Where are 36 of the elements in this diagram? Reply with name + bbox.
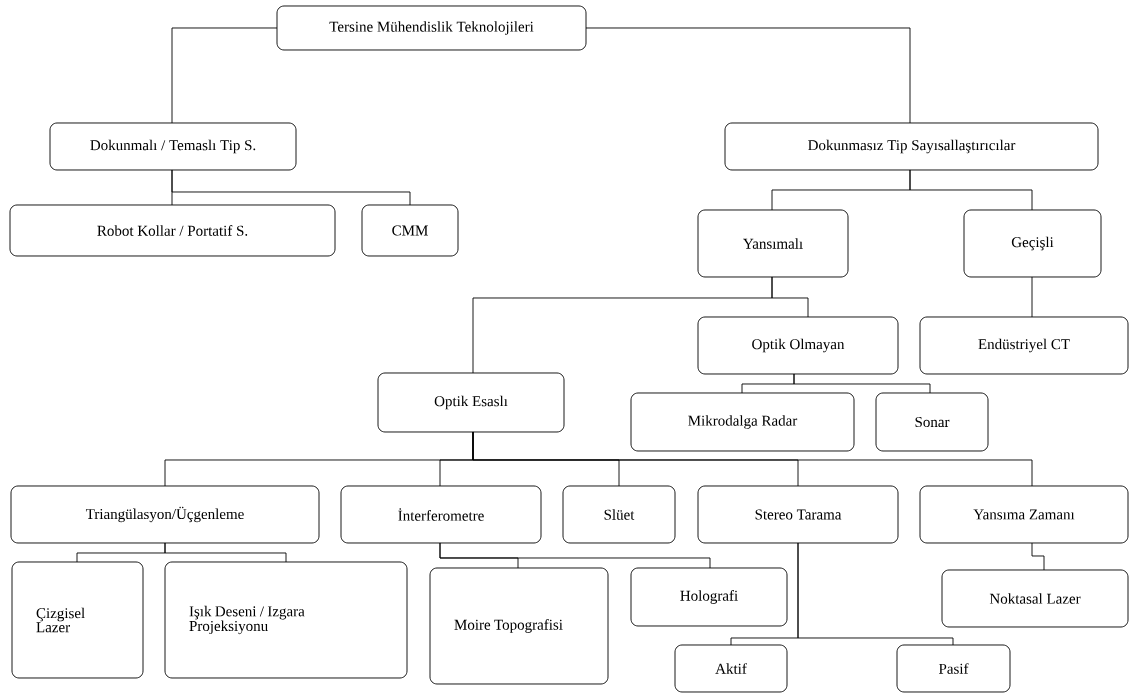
category-box: CMM: [361, 204, 459, 257]
category-box: Holografi: [630, 567, 788, 627]
category-box: Optik Olmayan: [697, 316, 899, 375]
category-box: Slüet: [562, 485, 676, 544]
category-box: Mikrodalga Radar: [630, 392, 855, 452]
connector-line: [771, 276, 809, 318]
category-box: Stereo Tarama: [697, 485, 899, 544]
connector-line: [171, 27, 278, 124]
category-box: Sonar: [875, 392, 989, 452]
category-box: İnterferometre: [340, 485, 542, 544]
category-box: Tersine Mühendislik Teknolojileri: [276, 5, 587, 51]
category-box: Işık Deseni / Izgara Projeksiyonu: [164, 561, 408, 679]
connector-line: [1031, 542, 1045, 571]
connector-line: [164, 542, 287, 563]
connector-line: [439, 542, 711, 569]
category-box: Dokunmasız Tip Sayısallaştırıcılar: [724, 122, 1099, 171]
category-box: Dokunmalı / Temaslı Tip S.: [49, 122, 297, 171]
category-box: Moire Topografisi: [429, 567, 609, 685]
category-box: Pasif: [896, 644, 1011, 693]
category-box: Geçişli: [963, 209, 1102, 278]
connector-line: [797, 542, 954, 646]
category-box: Robot Kollar / Portatif S.: [9, 204, 336, 257]
category-box: Triangülasyon/Üçgenleme: [10, 485, 320, 544]
category-box: Çizgisel Lazer: [11, 561, 144, 679]
connector-line: [793, 373, 931, 394]
connector-line: [909, 169, 1033, 211]
connector-line: [472, 431, 1033, 487]
category-box: Optik Esaslı: [377, 372, 565, 433]
connector-line: [585, 27, 911, 124]
category-box: Endüstriyel CT: [919, 316, 1129, 375]
category-box: Noktasal Lazer: [941, 569, 1129, 628]
connector-line: [171, 169, 411, 206]
category-box: Yansımalı: [697, 209, 849, 278]
connector-line: [1031, 276, 1033, 318]
category-box: Yansıma Zamanı: [919, 485, 1129, 544]
category-box: Aktif: [674, 644, 788, 693]
